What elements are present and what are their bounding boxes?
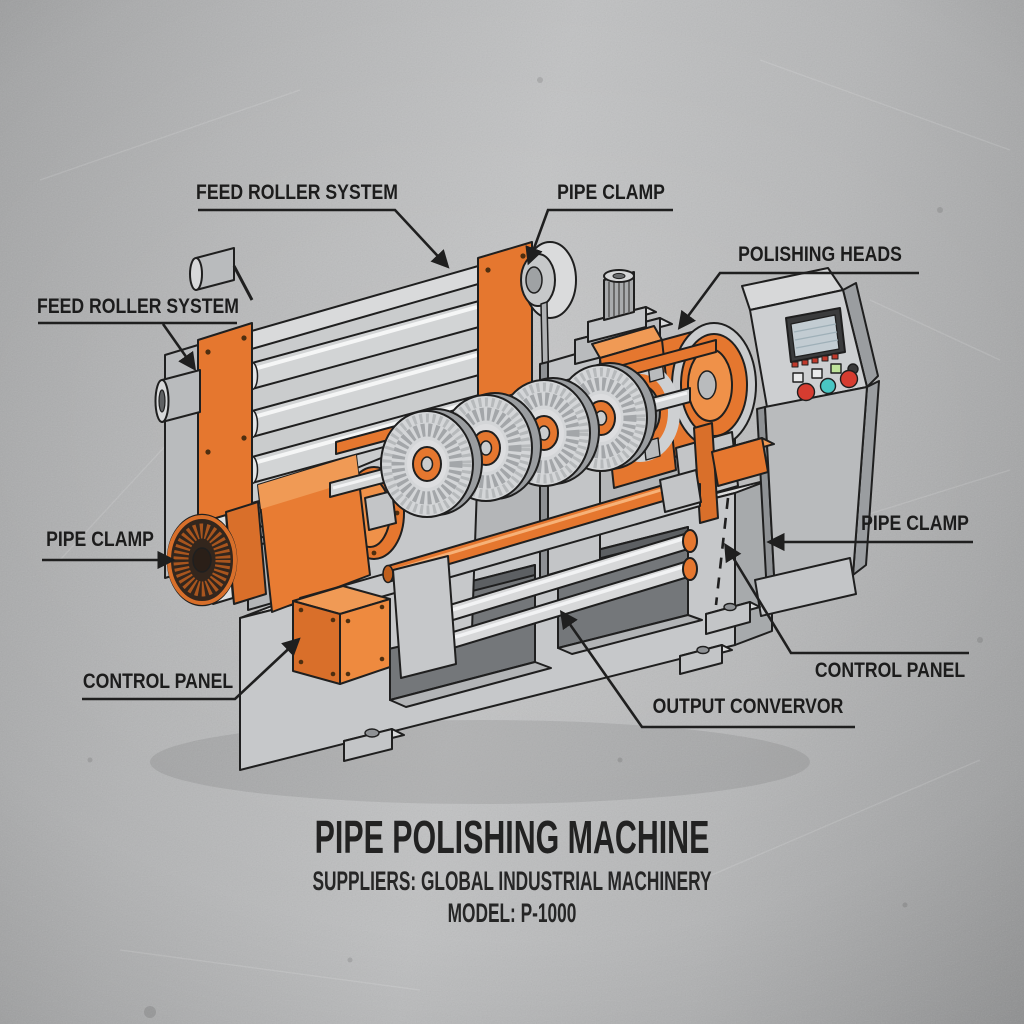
indicator-lights (791, 353, 839, 368)
leader-feed-roller-top (198, 208, 450, 269)
leader-output-conveyor (559, 610, 855, 729)
label-pipe-clamp-top: PIPE CLAMP (557, 181, 665, 204)
model-line: MODEL: P-1000 (447, 898, 577, 928)
page-title: PIPE POLISHING MACHINE (314, 811, 710, 863)
leader-control-panel-right (724, 542, 969, 655)
concrete-speckles (57, 77, 983, 1018)
supplier-line: SUPPLIERS: GLOBAL INDUSTRIAL MACHINERY (312, 866, 712, 896)
leader-dashed (714, 497, 730, 606)
label-feed-roller-system-left: FEED ROLLER SYSTEM (37, 295, 239, 318)
leader-polishing-heads (677, 271, 919, 330)
leader-feed-roller-left (161, 323, 197, 371)
label-pipe-clamp-left: PIPE CLAMP (46, 528, 154, 551)
label-output-conveyor: OUTPUT CONVERVOR (652, 695, 844, 718)
control-box (292, 555, 457, 685)
shaft-bearing (364, 490, 397, 531)
polishing-disc (380, 408, 483, 518)
pedestal-buttons[interactable] (792, 363, 859, 402)
workpiece-pipe (382, 469, 702, 584)
label-control-panel-left: CONTROL PANEL (82, 670, 234, 693)
label-feed-roller-system-top: FEED ROLLER SYSTEM (196, 181, 398, 204)
label-polishing-heads: POLISHING HEADS (738, 243, 902, 266)
leader-pipe-clamp-top (525, 208, 673, 266)
polishing-heads-discs (380, 362, 657, 518)
label-pipe-clamp-right: PIPE CLAMP (861, 512, 969, 535)
machine-illustration (154, 241, 880, 771)
feed-motor (154, 369, 201, 423)
leader-control-panel-left (82, 637, 301, 701)
concrete-scratches (39, 59, 1011, 991)
leveling-feet (343, 601, 761, 762)
leader-lines (38, 208, 973, 729)
output-rollers (419, 529, 698, 659)
label-control-panel-right: CONTROL PANEL (814, 659, 966, 682)
